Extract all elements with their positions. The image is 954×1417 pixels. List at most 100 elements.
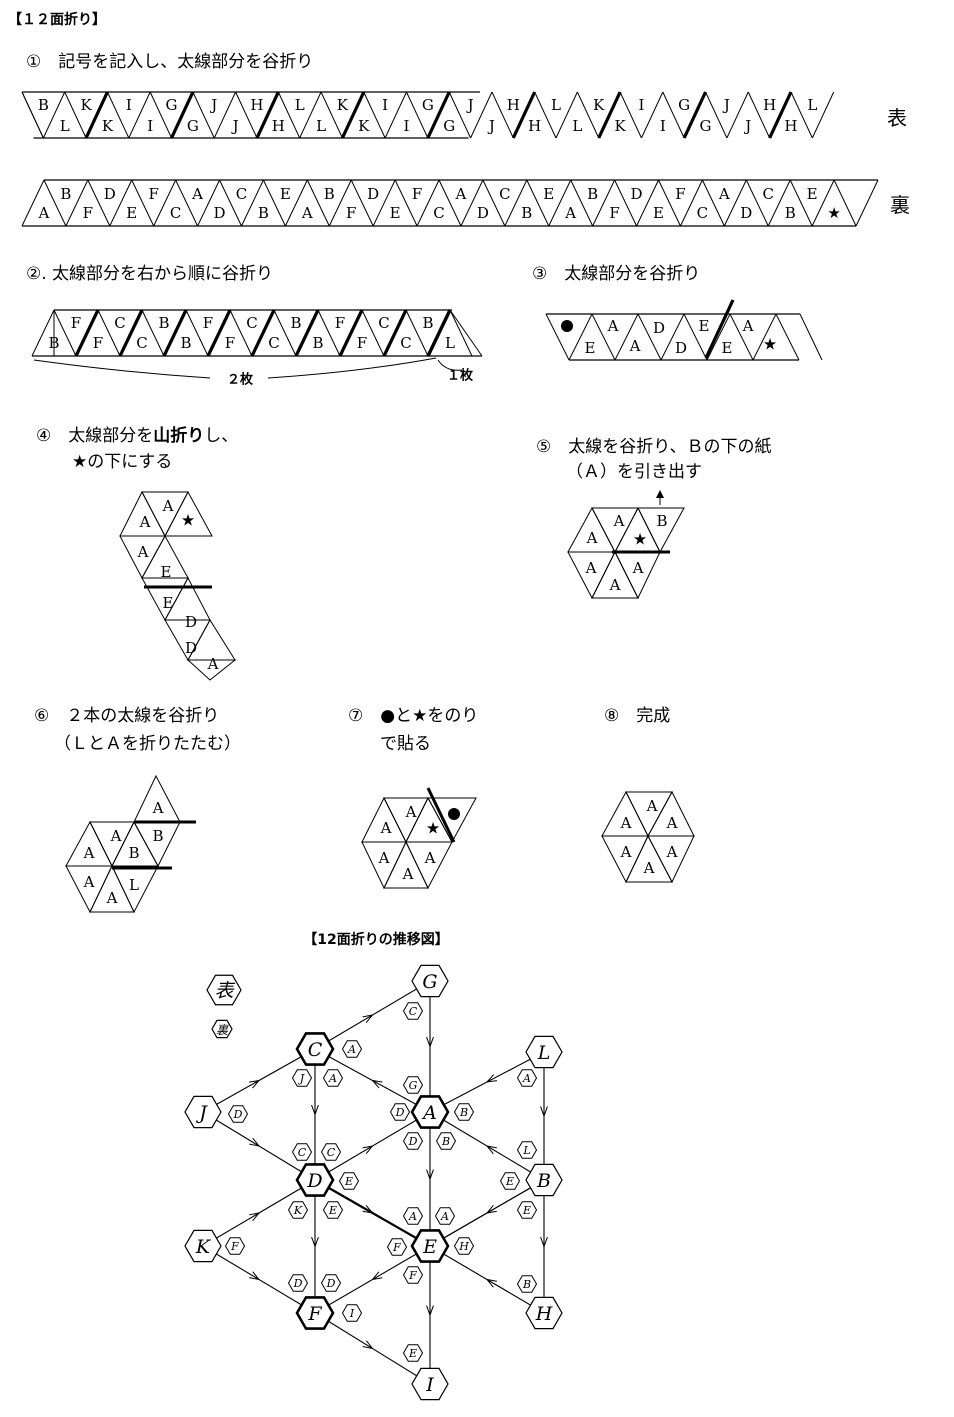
label: D [653,319,665,337]
strip-edge [43,179,67,227]
strip-edge [206,309,232,357]
label: A [139,513,151,531]
star-icon: ★ [181,511,195,530]
label: A [629,337,641,355]
strip-edge [775,313,800,361]
strip-edge [767,179,791,227]
strip-edge [149,91,172,139]
front-cell-label: J [487,117,495,135]
step2-caption: ②. 太線部分を右から順に谷折り [26,264,273,284]
front-cell-label: I [638,96,644,114]
strip-edge [106,91,130,139]
strip-edge [406,91,429,139]
strip-edge [273,309,297,357]
strip2-cell-label: B [312,334,323,352]
back-cell-label: B [587,185,598,203]
edge-label-hexagon [435,1132,457,1150]
back-cell-label: E [653,204,664,222]
strip-edge [219,179,242,227]
strip-edge [491,91,514,139]
front-cell-label: I [660,117,666,135]
strip2-cell-label: C [246,314,257,332]
label: A [162,497,174,515]
front-cell-label: H [763,96,776,114]
back-cell-label: E [543,185,554,203]
arrow-head-icon [426,1036,434,1048]
strip-edge [701,179,725,227]
arrow-head-icon [485,1145,497,1155]
label: A [207,655,219,673]
edge-label-hexagon [291,1069,313,1087]
back-cell-label: F [83,204,93,222]
label: A [666,814,678,832]
step7-caption-line2: で貼る [380,734,431,754]
label: B [128,844,139,862]
step1-caption: ① 記号を記入し、太線部分を谷折り [26,52,313,72]
strip-edge [350,179,374,227]
strip-edge [855,179,879,227]
back-cell-label: C [763,185,774,203]
front-cell-label: G [187,117,199,135]
step8-caption: ⑧ 完成 [604,706,670,726]
strip-edge [726,91,749,139]
front-cell-label: L [316,117,326,135]
strip-edge [660,313,685,361]
strip-edge [449,309,483,357]
back-cell-label: F [609,204,619,222]
strip-edge [405,309,429,357]
label: A [666,843,678,861]
front-cell-label: L [807,96,817,114]
arrow-head-icon [485,1074,497,1083]
front-cell-label: G [422,96,434,114]
label: B [656,512,667,530]
edge-label-hexagon [287,1201,309,1219]
edge-label-hexagon [338,1172,360,1190]
node-hexagon [206,974,242,1006]
front-cell-label: L [572,117,582,135]
arrow-head-icon [371,1271,383,1281]
step5-caption-line2: （Ａ）を引き出す [566,462,702,482]
edge-label: K [293,1204,303,1217]
node-label: A [421,1102,437,1124]
label: A [152,799,164,817]
back-cell-label: F [412,185,422,203]
label: D [185,613,197,631]
node-hexagon [410,1095,450,1129]
edge-label: F [392,1241,401,1254]
edge-label-hexagon [516,1141,538,1159]
edge-label: A [347,1043,356,1056]
strip-edge [470,91,493,139]
edge-label-hexagon [402,1002,424,1020]
strip-edge [255,91,280,139]
front-cell-label: K [614,117,626,135]
label: A [646,797,658,815]
edge-label: E [522,1204,531,1217]
front-cell-label: I [382,96,388,114]
step3-caption: ③ 太線部分を谷折り [532,264,700,284]
strip-edge [438,179,462,227]
label: A [585,559,597,577]
arrow-head-icon [362,1014,374,1024]
fold-line-thick [426,787,456,843]
strip-edge [752,313,777,361]
transition-edge-thick [314,1179,431,1247]
strip-edge [460,179,484,227]
strip-edge [131,179,155,227]
front-cell-label: K [593,96,605,114]
node-hexagon [525,1035,563,1069]
node-hexagon [184,1095,222,1129]
strip2-cell-label: C [136,334,147,352]
back-side-label: 裏 [890,193,910,217]
back-cell-label: B [258,204,269,222]
strip-edge [109,179,133,227]
step4-caption-line2: ★の下にする [72,452,172,472]
strip-edge [449,309,473,357]
strip-edge [128,91,151,139]
arrow-head-icon [540,1236,548,1248]
back-cell-label: C [170,204,181,222]
label: D [185,639,197,657]
strip-edge [511,91,537,139]
strip-edge [277,91,301,139]
edge-label: I [349,1307,355,1320]
star-icon: ★ [633,530,647,549]
